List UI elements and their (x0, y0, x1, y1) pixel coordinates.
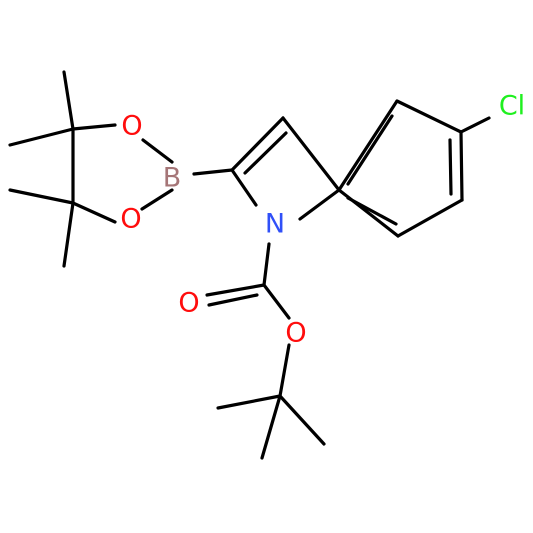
bond-b-o2 (140, 188, 174, 211)
bond-methyl-4 (62, 201, 75, 268)
bond-c4-c5 (395, 99, 463, 134)
bond-methyl-2 (8, 127, 75, 147)
bond-c5-c6-inner (448, 138, 453, 196)
bond-oester-ctert (278, 343, 291, 398)
bond-c3a-c7a-inner (346, 114, 394, 186)
bond-c5-cl (459, 116, 491, 134)
atom-label-o-carbonyl: O (178, 288, 199, 319)
bond-c5-c6 (459, 130, 464, 202)
bond-carbonyl-c-oester (262, 283, 291, 320)
bond-c2-n1 (230, 168, 258, 207)
bond-c2-c3 (230, 116, 285, 172)
bond-c3-c3a (281, 116, 341, 192)
bond-tbu-methyl-3 (260, 394, 282, 460)
bond-o2-c (71, 201, 117, 224)
bond-o1-c (71, 123, 117, 131)
bond-tbu-methyl-1 (216, 394, 282, 410)
atom-label-b: B (163, 163, 182, 194)
bond-methyl-1 (62, 70, 75, 131)
bond-c3a-c4 (337, 99, 399, 192)
bond-n1-c7a (298, 188, 341, 221)
bond-c7-c7a-inner (346, 196, 398, 226)
bonds (8, 70, 491, 460)
atom-label-o-ring-bottom: O (120, 204, 141, 235)
bond-c6-c7 (396, 198, 464, 238)
atom-label-o-ring-top: O (121, 111, 142, 142)
bond-tbu-methyl-2 (278, 394, 326, 446)
bond-b-o1 (141, 138, 174, 164)
bond-c2-c3-inner (243, 131, 288, 175)
bond-carbonyl-double-inner (207, 293, 259, 307)
atom-label-cl: Cl (499, 91, 525, 122)
bond-c2-b (192, 168, 234, 176)
atom-label-n1: N (265, 209, 285, 240)
bond-methyl-3 (8, 188, 75, 205)
atom-labels: Cl N B O O O O (120, 91, 525, 349)
bond-carbonyl-double (205, 283, 266, 297)
bond-n1-carbonyl-c (262, 242, 271, 287)
atom-label-o-ester: O (285, 318, 306, 349)
